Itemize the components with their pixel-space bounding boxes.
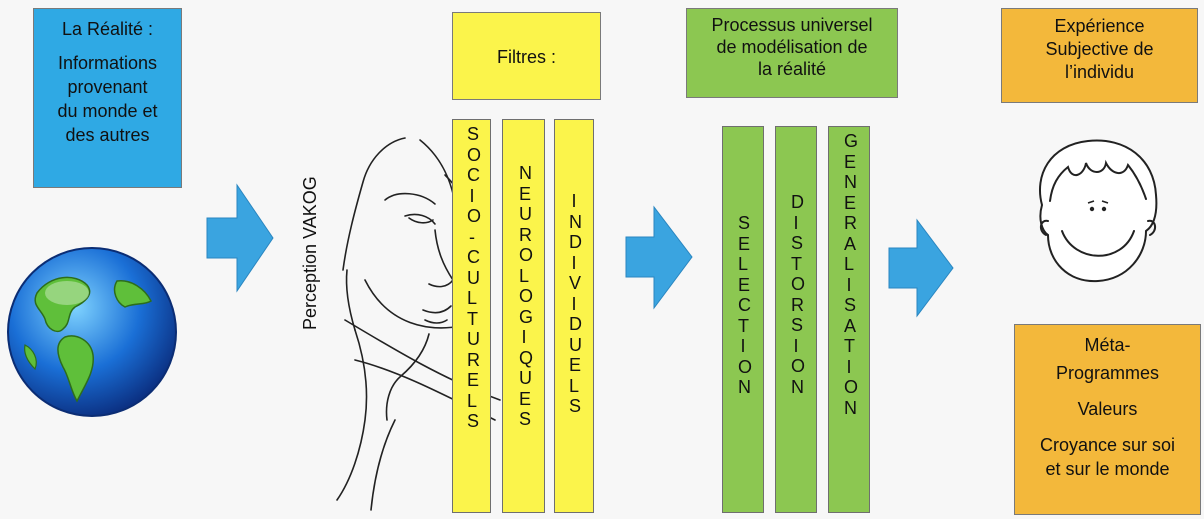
filters-title: Filtres : [496, 47, 556, 67]
filters-box: Filtres : [452, 12, 601, 100]
earth-globe-icon [7, 247, 177, 417]
meta-line: Croyance sur soi [1039, 435, 1176, 455]
reality-line: Informations [57, 53, 158, 73]
reality-line: du monde et [57, 101, 158, 121]
arrow-right-icon [625, 205, 693, 310]
process-line: la réalité [757, 59, 827, 79]
meta-line: Programmes [1055, 363, 1160, 383]
reality-title: La Réalité : [61, 19, 154, 39]
process-bar-text: GENERALISATION [844, 131, 859, 418]
filter-bar-socio-culturels: SOCIO-CULTURELS [452, 119, 491, 513]
meta-line: Valeurs [1077, 399, 1138, 419]
arrow-right-icon [206, 183, 274, 293]
experience-box: Expérience Subjective de l’individu [1001, 8, 1198, 103]
process-bar-distorsion: DISTORSION [775, 126, 817, 513]
face-sketch-icon [336, 137, 501, 511]
reality-line: des autres [65, 125, 150, 145]
process-line: de modélisation de [716, 37, 868, 57]
process-bar-text: SELECTION [738, 213, 753, 397]
process-bar-text: DISTORSION [791, 192, 806, 397]
reality-box: La Réalité : Informations provenant du m… [33, 8, 182, 188]
filter-bar-neurologiques: NEUROLOGIQUES [502, 119, 545, 513]
meta-line: Méta- [1084, 335, 1131, 355]
experience-line: Subjective de [1045, 39, 1154, 59]
filter-bar-individuels: INDIVIDUELS [554, 119, 594, 513]
meta-line: et sur le monde [1045, 459, 1170, 479]
filter-bar-text: SOCIO-CULTURELS [467, 124, 482, 431]
process-box: Processus universel de modélisation de l… [686, 8, 898, 98]
process-bar-selection: SELECTION [722, 126, 764, 513]
smiley-face-icon [1039, 139, 1158, 283]
filter-bar-text: NEUROLOGIQUES [519, 163, 534, 429]
experience-line: l’individu [1064, 62, 1135, 82]
process-line: Processus universel [711, 15, 873, 35]
arrow-right-icon [888, 218, 954, 318]
filter-bar-text: INDIVIDUELS [569, 191, 582, 416]
perception-label: Perception VAKOG [300, 176, 320, 330]
process-bar-generalisation: GENERALISATION [828, 126, 870, 513]
experience-line: Expérience [1054, 16, 1145, 36]
meta-programmes-box: Méta- Programmes Valeurs Croyance sur so… [1014, 324, 1201, 515]
reality-line: provenant [67, 77, 148, 97]
